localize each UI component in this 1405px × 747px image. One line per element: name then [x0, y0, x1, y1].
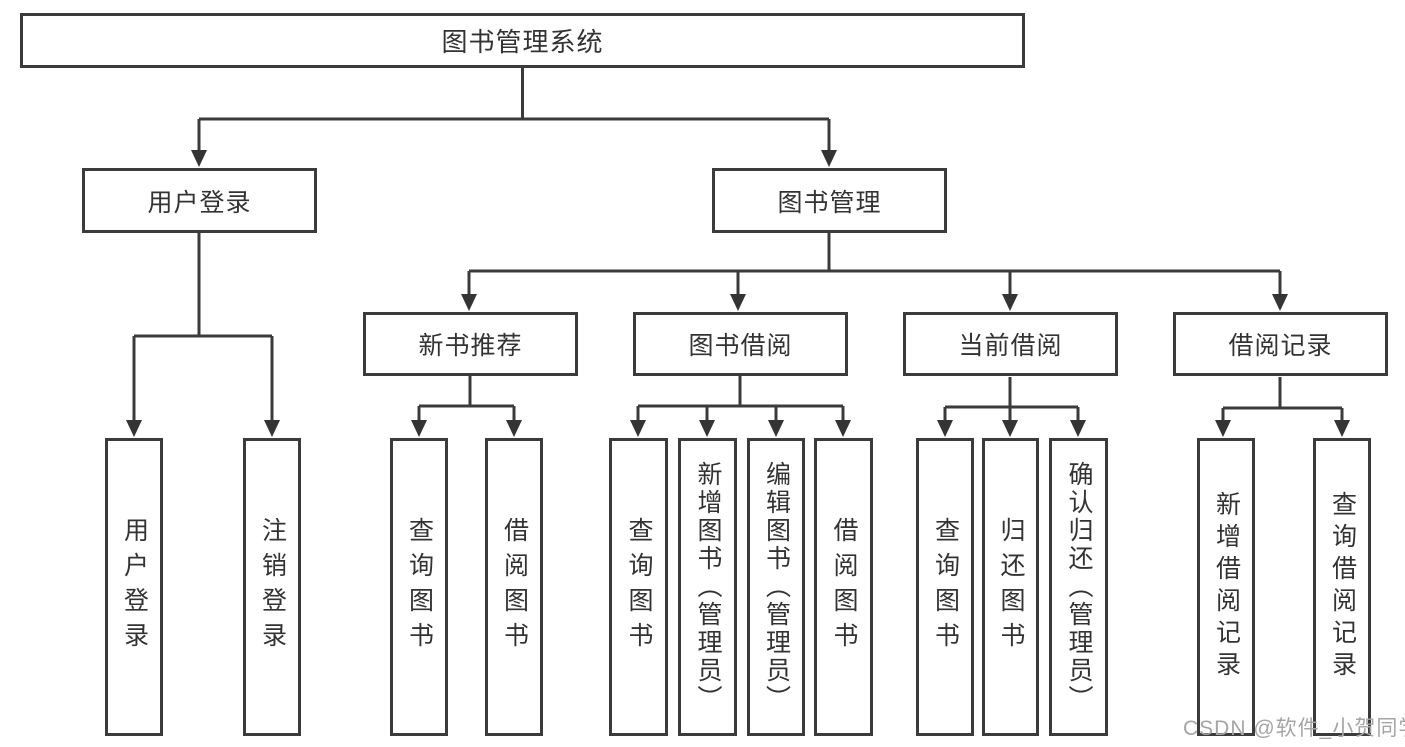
- leaf-edit-book-admin-label: 编辑图书（管理员）: [762, 461, 791, 713]
- connector-root-to-level1: [191, 68, 837, 167]
- leaf-logout: 注销登录: [243, 438, 301, 736]
- leaf-query-books-current-label: 查询图书: [931, 517, 960, 657]
- node-user-login-group: 用户登录: [82, 168, 317, 233]
- leaf-query-books-recommend: 查询图书: [390, 438, 448, 736]
- leaf-add-borrow-record-label: 新增借阅记录: [1212, 491, 1241, 683]
- leaf-add-book-admin: 新增图书（管理员）: [678, 438, 737, 736]
- leaf-query-books-current: 查询图书: [916, 438, 974, 736]
- node-book-management: 图书管理: [712, 168, 947, 233]
- leaf-query-books-recommend-label: 查询图书: [405, 517, 434, 657]
- node-borrow-records: 借阅记录: [1173, 312, 1388, 376]
- connector-user-login-children: [126, 233, 280, 437]
- connector-borrow-records-children: [1215, 377, 1350, 437]
- leaf-logout-label: 注销登录: [258, 517, 287, 657]
- connector-book-borrowing-children: [630, 376, 851, 437]
- leaf-confirm-return-admin: 确认归还（管理员）: [1049, 438, 1108, 736]
- leaf-query-borrow-record-label: 查询借阅记录: [1328, 491, 1357, 683]
- leaf-user-login: 用户登录: [105, 438, 163, 736]
- leaf-confirm-return-admin-label: 确认归还（管理员）: [1065, 461, 1093, 713]
- leaf-query-books-borrowing-label: 查询图书: [625, 517, 653, 657]
- leaf-borrow-books-recommend: 借阅图书: [485, 438, 543, 736]
- leaf-return-books-label: 归还图书: [997, 517, 1025, 657]
- watermark-text: CSDN @软件_小贺同学: [1183, 717, 1405, 740]
- leaf-add-book-admin-label: 新增图书（管理员）: [694, 461, 722, 713]
- node-current-borrowing: 当前借阅: [903, 312, 1118, 376]
- leaf-edit-book-admin: 编辑图书（管理员）: [747, 438, 805, 736]
- connector-book-management-children: [461, 233, 1288, 311]
- leaf-borrow-books-borrowing: 借阅图书: [814, 438, 873, 736]
- leaf-user-login-label: 用户登录: [120, 517, 149, 657]
- leaf-return-books: 归还图书: [982, 438, 1039, 736]
- node-new-book-recommend: 新书推荐: [363, 312, 578, 376]
- leaf-borrow-books-recommend-label: 借阅图书: [500, 517, 529, 657]
- node-book-borrowing: 图书借阅: [633, 312, 848, 376]
- leaf-add-borrow-record: 新增借阅记录: [1197, 438, 1255, 736]
- connector-current-borrowing-children: [937, 377, 1086, 437]
- leaf-query-borrow-record: 查询借阅记录: [1313, 438, 1371, 736]
- connector-new-book-children: [411, 376, 522, 437]
- node-library-system: 图书管理系统: [20, 13, 1025, 68]
- leaf-query-books-borrowing: 查询图书: [609, 438, 668, 736]
- leaf-borrow-books-borrowing-label: 借阅图书: [830, 517, 858, 657]
